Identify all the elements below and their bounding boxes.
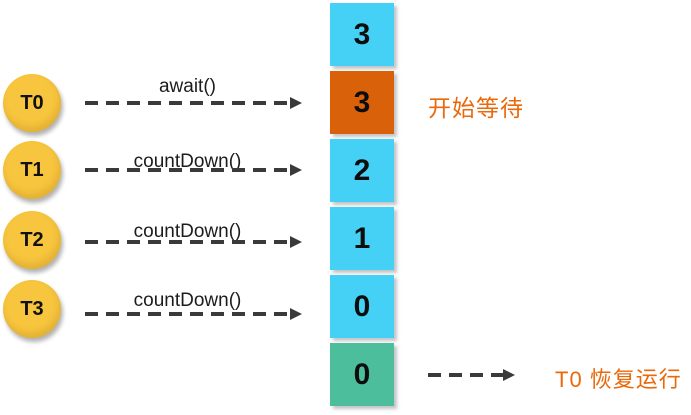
thread-circle-t0: T0 (3, 74, 61, 132)
thread-circle-t3: T3 (3, 280, 61, 338)
arrow-head-icon-resume (503, 369, 515, 381)
latch-count-value: 3 (353, 85, 371, 119)
thread-label: T0 (20, 91, 44, 114)
arrow-head-icon-t1 (290, 164, 302, 176)
thread-label: T1 (20, 158, 44, 181)
thread-circle-t1: T1 (3, 141, 61, 199)
resume-running-note: T0 恢复运行 (555, 367, 682, 392)
latch-count-value: 1 (353, 221, 371, 255)
thread-label: T2 (20, 228, 44, 251)
call-label-t2: countDown() (133, 221, 242, 242)
dashed-arrow-line-t0 (85, 101, 290, 105)
arrow-head-icon-t0 (290, 97, 302, 109)
arrow-head-icon-t2 (290, 236, 302, 248)
dashed-arrow-line-resume (428, 373, 503, 377)
latch-count-box-1: 3 (330, 71, 394, 134)
thread-label: T3 (20, 297, 44, 320)
dashed-arrow-line-t1 (85, 168, 290, 172)
latch-count-value: 0 (353, 289, 371, 323)
latch-count-value: 3 (353, 17, 371, 51)
thread-circle-t2: T2 (3, 211, 61, 269)
dashed-arrow-line-t3 (85, 312, 290, 316)
latch-count-box-5: 0 (330, 343, 394, 406)
latch-count-box-4: 0 (330, 275, 394, 338)
start-waiting-note: 开始等待 (428, 95, 524, 121)
latch-count-box-2: 2 (330, 139, 394, 202)
latch-count-value: 0 (353, 357, 371, 391)
call-label-t3: countDown() (133, 290, 242, 311)
latch-count-box-3: 1 (330, 207, 394, 270)
latch-count-box-0: 3 (330, 3, 394, 66)
dashed-arrow-line-t2 (85, 240, 290, 244)
call-label-t0: await() (158, 76, 216, 97)
arrow-head-icon-t3 (290, 308, 302, 320)
call-label-t1: countDown() (133, 151, 242, 172)
latch-count-value: 2 (353, 153, 371, 187)
